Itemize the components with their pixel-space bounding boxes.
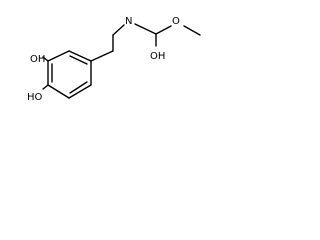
n-c-bond	[134, 23, 157, 35]
o-methyl-bond	[183, 25, 201, 36]
ring-hydroxyl-top-label: OH	[30, 54, 45, 65]
carbamate-hydroxyl-label: OH	[150, 51, 165, 62]
ring-hydroxyl-bottom-label: HO	[27, 92, 43, 103]
ether-oxygen-label: O	[172, 16, 180, 27]
ring-bond-1	[68, 50, 92, 62]
nitrogen-label: N	[125, 16, 132, 27]
oh-bottom-bond	[42, 84, 49, 90]
chemical-structure-diagram: N O OH OH HO	[27, 16, 201, 103]
oh-top-bond	[42, 56, 49, 62]
ring-bond-4	[47, 84, 70, 99]
bonds	[42, 23, 201, 99]
ring-double-bond-b	[69, 81, 88, 94]
chain-bond-1	[90, 50, 114, 62]
ring-bond-6	[47, 50, 70, 62]
atom-labels: N O OH OH HO	[27, 16, 180, 103]
ring-double-bond-a	[69, 55, 88, 65]
c-o-bond	[155, 25, 172, 35]
ring-bond-3	[68, 84, 92, 99]
chain-bond-3	[112, 24, 125, 36]
